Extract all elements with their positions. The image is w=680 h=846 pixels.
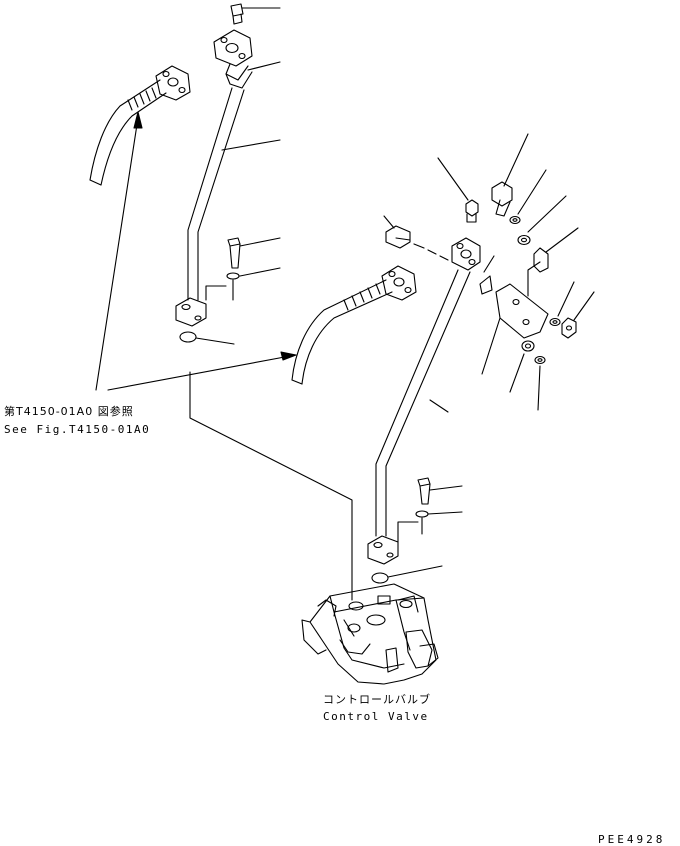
reference-note-jp: 第T4150-01A0 図参照: [4, 405, 134, 418]
drawing-number: PEE4928: [598, 833, 666, 846]
reference-arrows: [96, 112, 296, 390]
control-valve-label-jp: コントロールバルブ: [323, 693, 431, 706]
left-tube-assembly: [176, 4, 352, 600]
right-tube-assembly: [368, 158, 480, 583]
control-valve-label-en: Control Valve: [323, 710, 429, 723]
control-valve: [302, 584, 438, 684]
reference-note-en: See Fig.T4150-01A0: [4, 423, 151, 436]
bracket-assembly: [480, 134, 594, 410]
left-hose-assembly: [90, 66, 190, 185]
right-hose-assembly: [292, 216, 448, 384]
